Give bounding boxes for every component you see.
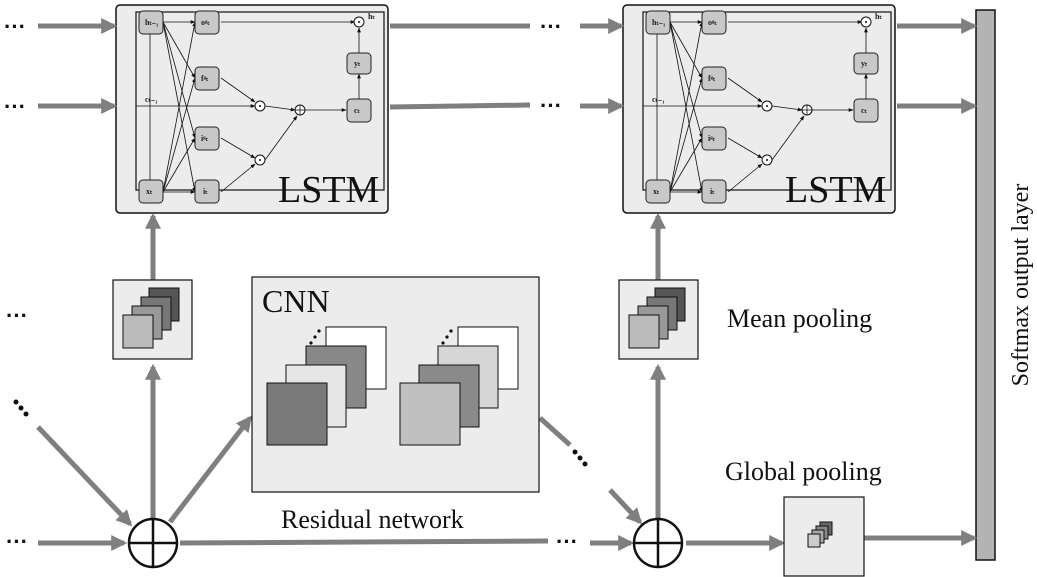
mean-pooling-label: Mean pooling	[727, 304, 872, 333]
ellipsis: ···	[540, 93, 562, 118]
global-pooling-label: Global pooling	[725, 457, 882, 486]
residual-add-node-right	[632, 517, 684, 569]
label-i-gate-right: iᵍₜ	[708, 134, 716, 143]
ellipsis: ···	[6, 529, 28, 554]
label-i-input-left: iₜ	[203, 187, 208, 196]
label-c-prev-right: cₜ₋₁	[652, 95, 665, 104]
gate-input-left	[194, 179, 220, 204]
gate-c-right	[853, 98, 879, 123]
mean-pooling-box-right	[618, 279, 699, 360]
label-i-input-right: iₜ	[710, 187, 715, 196]
cnn-residual-block	[251, 276, 540, 493]
label-f-gate-left: fᵍₜ	[201, 74, 209, 83]
label-c-right: cₜ	[861, 106, 868, 115]
label-h-out-right: hₜ	[875, 12, 882, 21]
residual-network-label: Residual network	[281, 505, 464, 534]
label-h-prev-left: hₜ₋₁	[145, 18, 159, 27]
label-o-gate-right: oᵍₜ	[708, 18, 717, 27]
gate-i-right	[701, 126, 727, 151]
gate-h-prev-left	[138, 10, 164, 35]
gate-c-left	[346, 98, 372, 123]
ellipsis-markers: ··· ··· ··· ··· ··· ··· ···	[4, 14, 588, 554]
label-i-gate-left: iᵍₜ	[201, 134, 209, 143]
ellipsis: ···	[556, 529, 578, 554]
label-x-left: xₜ	[146, 187, 153, 196]
ellipsis: ···	[4, 94, 26, 119]
diagonal-ellipsis	[13, 399, 588, 467]
gate-input-right	[701, 179, 727, 204]
softmax-label: Softmax output layer	[1008, 184, 1034, 387]
label-c-prev-left: cₜ₋₁	[145, 95, 158, 104]
residual-add-node-left	[127, 517, 179, 569]
label-x-right: xₜ	[653, 187, 660, 196]
label-y-right: yₜ	[861, 59, 868, 68]
gate-h-prev-right	[645, 10, 671, 35]
gate-f-right	[701, 66, 727, 91]
label-h-prev-right: hₜ₋₁	[652, 18, 666, 27]
gate-y-left	[346, 52, 372, 75]
global-pooling-box	[783, 496, 865, 577]
gate-x-right	[645, 179, 671, 204]
gate-i-left	[194, 126, 220, 151]
cnn-label: CNN	[262, 283, 330, 319]
label-f-gate-right: fᵍₜ	[708, 74, 716, 83]
label-c-left: cₜ	[354, 106, 361, 115]
gate-x-left	[138, 179, 164, 204]
lstm-block-right: hₜ₋₁ oᵍₜ fᵍₜ iᵍₜ xₜ iₜ yₜ cₜ cₜ₋₁ hₜ LST…	[622, 4, 896, 214]
label-y-left: yₜ	[354, 59, 361, 68]
ellipsis: ···	[4, 14, 26, 39]
mean-pooling-box-left	[112, 279, 193, 360]
lstm-label-right: LSTM	[785, 169, 886, 211]
ellipsis: ···	[540, 14, 562, 39]
gate-o-left	[194, 10, 220, 35]
gate-o-right	[701, 10, 727, 35]
lstm-label-left: LSTM	[278, 169, 379, 211]
label-o-gate-left: oᵍₜ	[201, 18, 210, 27]
label-h-out-left: hₜ	[368, 12, 375, 21]
gate-y-right	[853, 52, 879, 75]
softmax-output-bar	[975, 9, 996, 561]
lstm-block-left: hₜ₋₁ oᵍₜ fᵍₜ iᵍₜ xₜ iₜ yₜ cₜ cₜ₋₁ hₜ LST…	[115, 4, 389, 214]
ellipsis: ···	[6, 303, 28, 328]
gate-f-left	[194, 66, 220, 91]
